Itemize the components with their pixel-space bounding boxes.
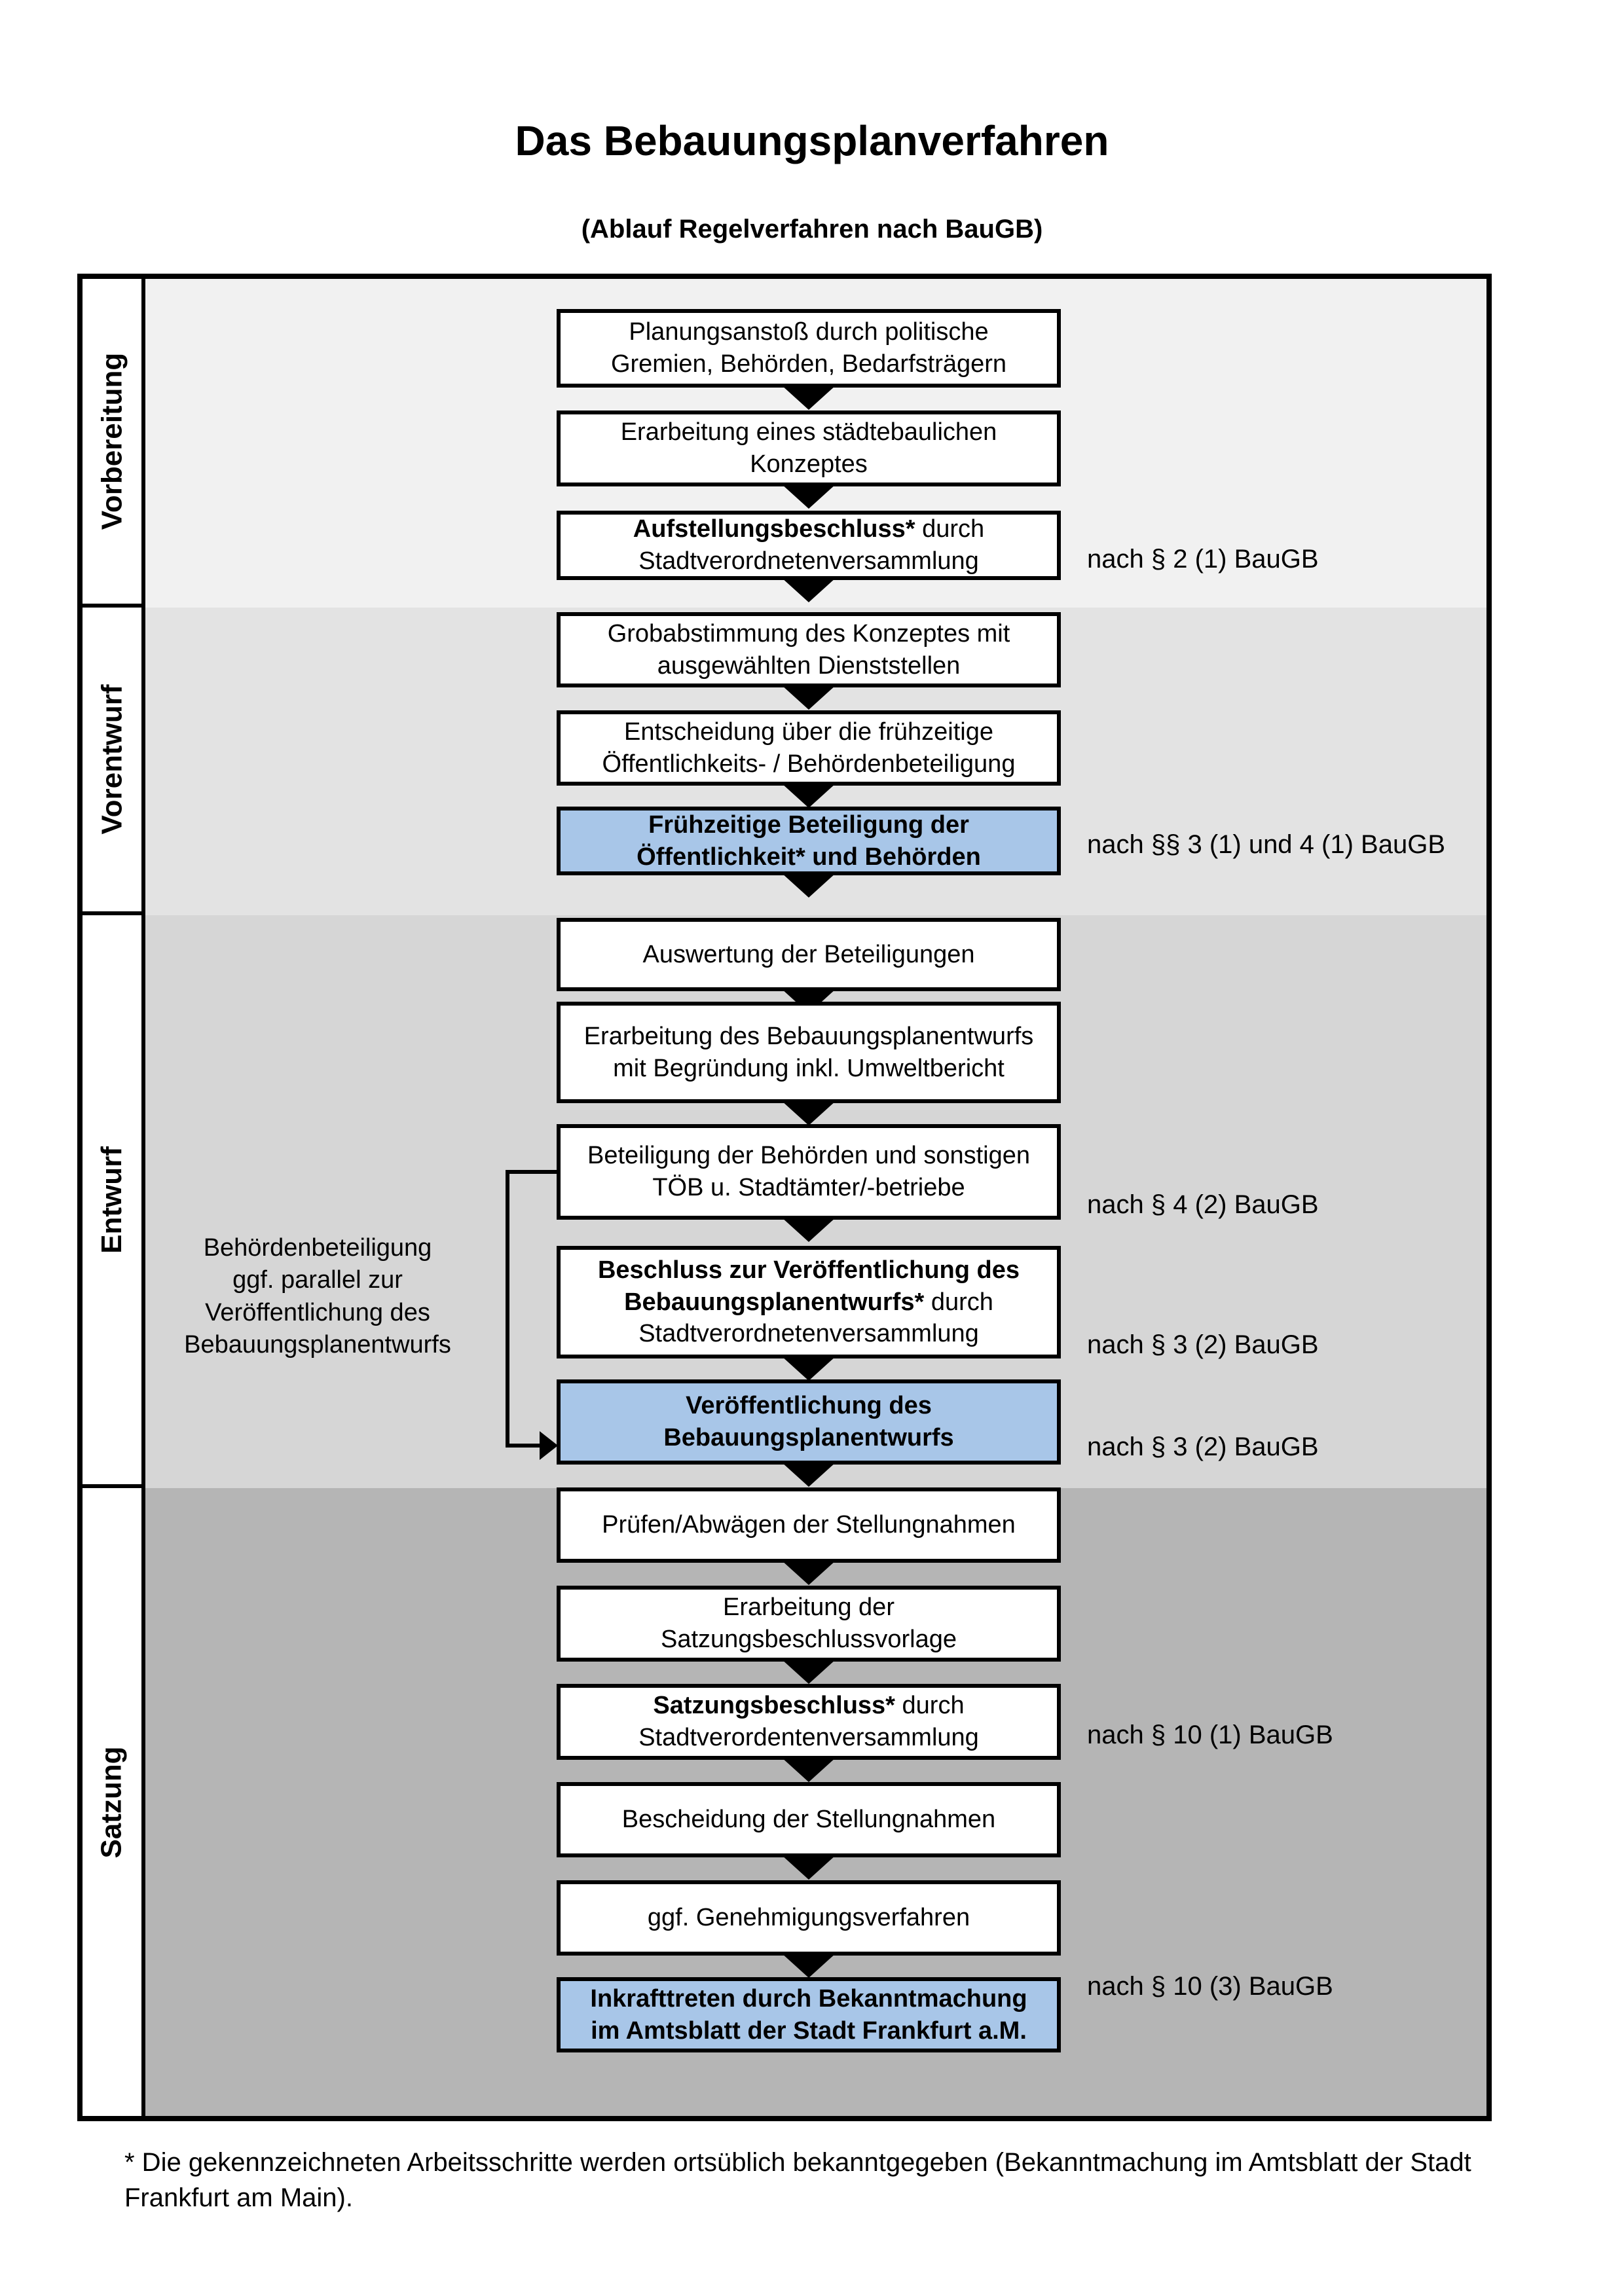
elbow-connector-top bbox=[506, 1170, 557, 1174]
phase-cell-vorbereitung: Vorbereitung bbox=[83, 279, 145, 608]
down-arrow-icon bbox=[781, 783, 836, 808]
down-arrow-icon bbox=[781, 1757, 836, 1782]
page-title: Das Bebauungsplanverfahren bbox=[515, 117, 1109, 164]
phase-label: Vorbereitung bbox=[96, 352, 128, 530]
phase-cell-entwurf: Entwurf bbox=[83, 915, 145, 1488]
down-arrow-icon bbox=[781, 1953, 836, 1978]
legal-reference: nach § 2 (1) BauGB bbox=[1087, 545, 1319, 574]
page-subtitle: (Ablauf Regelverfahren nach BauGB) bbox=[581, 215, 1043, 244]
process-step-box-highlighted: Veröffentlichung des Bebauungsplanentwur… bbox=[557, 1379, 1061, 1465]
down-arrow-icon bbox=[781, 1101, 836, 1125]
process-step-box: Grobabstimmung des Konzeptes mit ausgewä… bbox=[557, 612, 1061, 687]
step-bold-text: Frühzeitige Beteiligung der Öffentlichke… bbox=[637, 811, 981, 871]
down-arrow-icon bbox=[781, 1217, 836, 1242]
elbow-connector-bottom bbox=[506, 1444, 544, 1448]
step-text: durch Stadtverordnetenversammlung bbox=[638, 1288, 993, 1348]
step-text: durch Stadtverordentenversammlung bbox=[638, 1692, 979, 1751]
step-text: durch Stadtverordnetenversammlung bbox=[638, 515, 985, 575]
down-arrow-icon bbox=[781, 1356, 836, 1381]
legal-reference: nach § 10 (3) BauGB bbox=[1087, 1972, 1333, 2001]
down-arrow-icon bbox=[781, 873, 836, 898]
phase-cell-vorentwurf: Vorentwurf bbox=[83, 608, 145, 915]
process-step-box: Satzungsbeschluss* durch Stadtverordente… bbox=[557, 1684, 1061, 1760]
step-text: Entscheidung über die frühzeitige Öffent… bbox=[602, 718, 1016, 778]
phase-cell-satzung: Satzung bbox=[83, 1488, 145, 2116]
step-text: Prüfen/Abwägen der Stellungnahmen bbox=[602, 1511, 1016, 1539]
phase-label: Satzung bbox=[96, 1745, 128, 1859]
process-step-box: Aufstellungsbeschluss* durch Stadtverord… bbox=[557, 511, 1061, 580]
step-bold-text: Inkrafttreten bbox=[590, 1984, 736, 2013]
step-text: Erarbeitung eines städtebaulichen Konzep… bbox=[620, 418, 997, 478]
process-step-box: Erarbeitung eines städtebaulichen Konzep… bbox=[557, 410, 1061, 486]
down-arrow-icon bbox=[781, 577, 836, 602]
down-arrow-icon bbox=[781, 1659, 836, 1684]
legal-reference: nach §§ 3 (1) und 4 (1) BauGB bbox=[1087, 830, 1445, 859]
elbow-connector-vertical bbox=[506, 1170, 509, 1448]
step-text: Auswertung der Beteiligungen bbox=[642, 940, 975, 968]
down-arrow-icon bbox=[781, 1462, 836, 1487]
process-step-box: Planungsanstoß durch politische Gremien,… bbox=[557, 309, 1061, 388]
phase-label: Entwurf bbox=[96, 1146, 128, 1254]
step-text: Grobabstimmung des Konzeptes mit ausgewä… bbox=[607, 619, 1010, 680]
process-step-box: ggf. Genehmigungsverfahren bbox=[557, 1880, 1061, 1956]
process-step-box-highlighted: Inkrafttreten durch Bekanntmachung im Am… bbox=[557, 1977, 1061, 2052]
connector-arrow-icon bbox=[540, 1431, 558, 1460]
process-step-box: Erarbeitung der Satzungsbeschlussvorlage bbox=[557, 1586, 1061, 1662]
step-text: Bescheidung der Stellungnahmen bbox=[621, 1806, 996, 1834]
step-text: durch Bekanntmachung im Amtsblatt der St… bbox=[591, 1984, 1027, 2045]
process-step-box-highlighted: Frühzeitige Beteiligung der Öffentlichke… bbox=[557, 807, 1061, 875]
legal-reference: nach § 3 (2) BauGB bbox=[1087, 1432, 1319, 1461]
step-bold-text: Veröffentlichung des Bebauungsplanentwur… bbox=[663, 1392, 954, 1451]
down-arrow-icon bbox=[781, 1855, 836, 1880]
step-text: Erarbeitung des Bebauungsplanentwurfs mi… bbox=[583, 1022, 1034, 1082]
step-bold-text: Beschluss zur Veröffentlichung des Bebau… bbox=[597, 1256, 1020, 1316]
legal-reference: nach § 3 (2) BauGB bbox=[1087, 1330, 1319, 1359]
step-bold-text: Aufstellungsbeschluss* bbox=[633, 515, 915, 543]
step-text: Planungsanstoß durch politische Gremien,… bbox=[610, 318, 1007, 378]
down-arrow-icon bbox=[781, 1560, 836, 1585]
phase-label: Vorentwurf bbox=[96, 684, 128, 835]
down-arrow-icon bbox=[781, 685, 836, 710]
process-step-box: Beschluss zur Veröffentlichung des Bebau… bbox=[557, 1246, 1061, 1358]
step-text: ggf. Genehmigungsverfahren bbox=[647, 1904, 970, 1932]
step-text: Beteiligung der Behörden und sonstigen T… bbox=[587, 1142, 1031, 1201]
legal-reference: nach § 4 (2) BauGB bbox=[1087, 1190, 1319, 1219]
step-text: Erarbeitung der Satzungsbeschlussvorlage bbox=[660, 1594, 957, 1653]
down-arrow-icon bbox=[781, 385, 836, 410]
process-step-box: Entscheidung über die frühzeitige Öffent… bbox=[557, 710, 1061, 786]
process-step-box: Erarbeitung des Bebauungsplanentwurfs mi… bbox=[557, 1002, 1061, 1103]
side-annotation: Behördenbeteiligung ggf. parallel zur Ve… bbox=[184, 1234, 451, 1359]
process-step-box: Bescheidung der Stellungnahmen bbox=[557, 1782, 1061, 1857]
process-step-box: Prüfen/Abwägen der Stellungnahmen bbox=[557, 1487, 1061, 1563]
footnote: * Die gekennzeichneten Arbeitsschritte w… bbox=[124, 2148, 1471, 2212]
legal-reference: nach § 10 (1) BauGB bbox=[1087, 1721, 1333, 1749]
process-step-box: Auswertung der Beteiligungen bbox=[557, 918, 1061, 991]
process-step-box: Beteiligung der Behörden und sonstigen T… bbox=[557, 1124, 1061, 1220]
down-arrow-icon bbox=[781, 484, 836, 509]
step-bold-text: Satzungsbeschluss* bbox=[653, 1692, 895, 1720]
